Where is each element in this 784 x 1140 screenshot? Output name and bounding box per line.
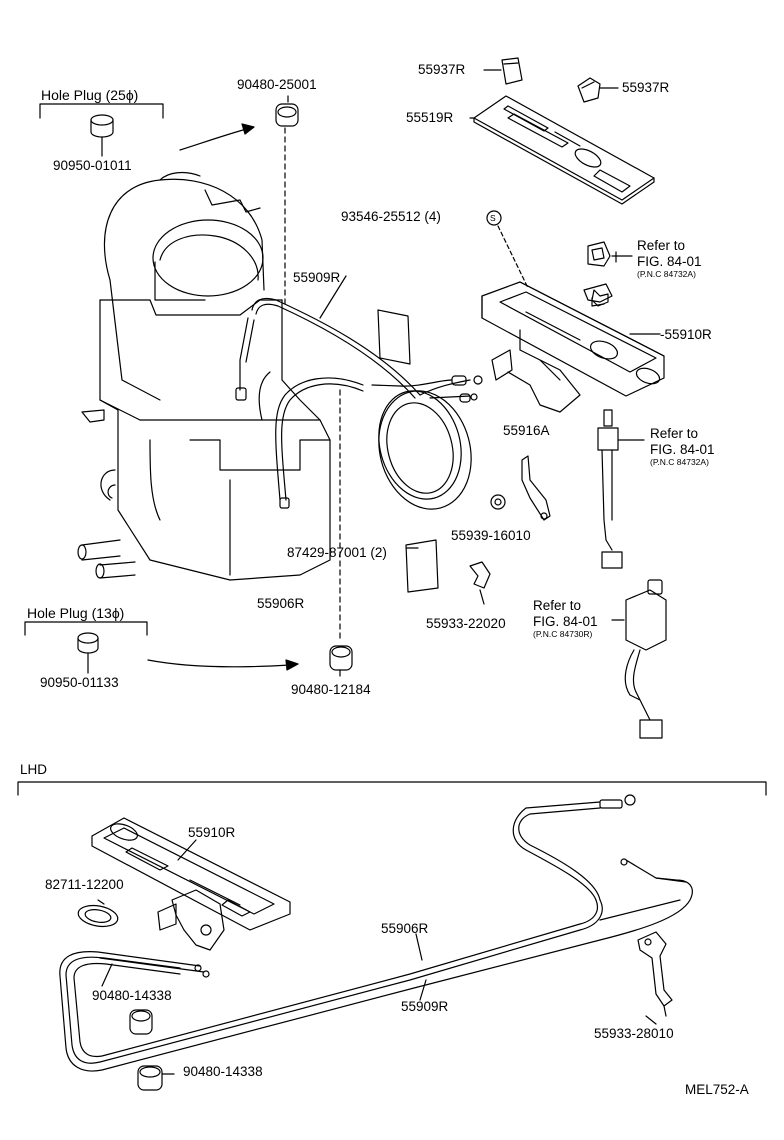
part-number-90480-14338-a: 90480-14338 bbox=[92, 988, 172, 1003]
part-number-90480-12184: 90480-12184 bbox=[291, 682, 371, 697]
part-number-93546-25512: 93546-25512 (4) bbox=[341, 209, 441, 224]
control-cable-55909R bbox=[235, 297, 471, 401]
pnc-ref-a: (P.N.C 84732A) bbox=[637, 269, 696, 279]
knob-55937R-left bbox=[483, 57, 523, 85]
coiled-cable-55906R bbox=[275, 375, 483, 641]
part-number-87429-87001: 87429-87001 (2) bbox=[287, 545, 387, 560]
fig-ref-a: FIG. 84-01 bbox=[637, 254, 702, 269]
grommet-90480-14338-a bbox=[129, 1009, 153, 1035]
control-unit-55910R bbox=[481, 251, 665, 413]
hole-plug-13-group bbox=[24, 621, 299, 674]
pnc-ref-c: (P.N.C 84730R) bbox=[533, 629, 593, 639]
grommet-90480-12184 bbox=[329, 645, 353, 677]
part-number-90480-25001: 90480-25001 bbox=[237, 77, 317, 92]
bracket-84732A-top bbox=[587, 241, 633, 267]
lhd-control-unit-55910R bbox=[91, 817, 291, 951]
lhd-cables-55906R-55909R bbox=[59, 794, 693, 1072]
figure-code: MEL752-A bbox=[685, 1082, 749, 1097]
hole-plug-25-label: Hole Plug (25ϕ) bbox=[41, 87, 139, 103]
refer-to-label-c: Refer to bbox=[533, 598, 582, 613]
part-number-90950-01133: 90950-01133 bbox=[40, 675, 119, 690]
part-number-55937R-left: 55937R bbox=[418, 62, 466, 77]
grommet-90480-25001 bbox=[275, 95, 299, 306]
refer-to-label-a: Refer to bbox=[637, 238, 686, 253]
part-number-55933-28010: 55933-28010 bbox=[594, 1026, 674, 1041]
part-number-55906R-lhd: 55906R bbox=[381, 921, 429, 936]
lhd-section-bracket bbox=[17, 781, 767, 796]
part-number-55937R-right: 55937R bbox=[622, 80, 670, 95]
switch-84730R bbox=[611, 579, 667, 739]
part-number-55939-16010: 55939-16010 bbox=[451, 528, 531, 543]
part-number-90950-01011: 90950-01011 bbox=[53, 158, 132, 173]
leader-lines bbox=[101, 275, 661, 1025]
part-number-55909R-lhd: 55909R bbox=[401, 999, 449, 1014]
switch-84732A bbox=[597, 409, 645, 569]
fig-ref-c: FIG. 84-01 bbox=[533, 614, 598, 629]
pnc-ref-b: (P.N.C 84732A) bbox=[650, 457, 709, 467]
heater-blower-unit bbox=[77, 171, 331, 581]
screw-s-mark: S bbox=[490, 213, 496, 223]
part-number-55910R-top: -55910R bbox=[660, 327, 712, 342]
part-number-55910R-lhd: 55910R bbox=[188, 825, 236, 840]
lever-55916A bbox=[521, 455, 551, 521]
grommet-90480-14338-b bbox=[137, 1065, 175, 1091]
fig-ref-b: FIG. 84-01 bbox=[650, 442, 715, 457]
refer-to-label-b: Refer to bbox=[650, 426, 699, 441]
part-number-55519R: 55519R bbox=[406, 110, 454, 125]
part-number-55916A: 55916A bbox=[503, 423, 550, 438]
part-number-82711-12200: 82711-12200 bbox=[45, 877, 124, 892]
clip-55939-16010 bbox=[490, 494, 506, 510]
screw-93546-25512 bbox=[486, 210, 529, 289]
bracket-55933-28010 bbox=[637, 931, 673, 1017]
hole-plug-25-group bbox=[39, 103, 255, 157]
hole-plug-13-label: Hole Plug (13ϕ) bbox=[27, 605, 125, 621]
part-number-55933-22020: 55933-22020 bbox=[426, 616, 506, 631]
lhd-section-label: LHD bbox=[20, 762, 48, 777]
clamp-82711-12200 bbox=[77, 899, 119, 928]
knob-55937R-right bbox=[577, 77, 619, 103]
clamp-55933-22020 bbox=[469, 561, 491, 605]
panel-55519R bbox=[469, 95, 655, 205]
part-number-90480-14338-b: 90480-14338 bbox=[183, 1064, 263, 1079]
part-number-55906R-top: 55906R bbox=[257, 596, 305, 611]
part-number-55909R-top: 55909R bbox=[293, 270, 341, 285]
gasket-pad-87429 bbox=[377, 309, 439, 593]
